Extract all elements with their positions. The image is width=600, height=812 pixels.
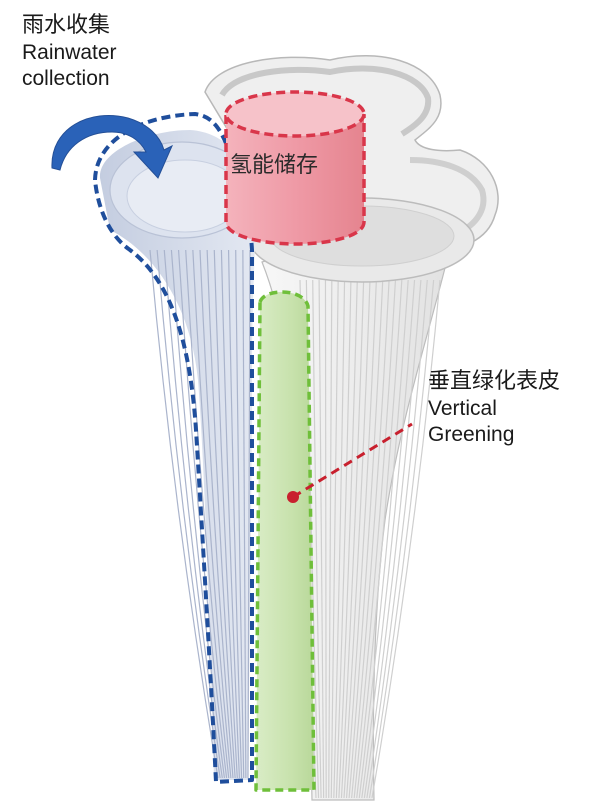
greening-label-zh: 垂直绿化表皮 (428, 369, 561, 394)
column-rib (156, 249, 221, 779)
column-rib (192, 249, 232, 779)
rainwater-label-zh: 雨水收集 (22, 13, 111, 38)
rainwater-label-en-1: Rainwater (22, 40, 117, 64)
column-rib (343, 279, 371, 799)
column-rib (371, 279, 441, 799)
column-rib (170, 249, 226, 779)
greening-leader-dot (287, 491, 299, 503)
right-column-ribs (299, 279, 441, 799)
column-rib (330, 279, 339, 799)
column-rib (348, 279, 384, 799)
column-rib (185, 249, 230, 779)
greening-label-en-1: Vertical (428, 396, 497, 420)
hydrogen-label: 氢能储存 (230, 153, 319, 178)
column-rib (199, 249, 234, 779)
column-rib (358, 279, 409, 799)
greening-leader (287, 422, 413, 503)
column-rib (368, 279, 435, 799)
column-rib (242, 249, 247, 779)
rainwater-column (99, 130, 256, 780)
column-rib (353, 279, 397, 799)
greening-label: 垂直绿化表皮 Vertical Greening (428, 368, 560, 448)
rainwater-label: 雨水收集 Rainwater collection (22, 12, 117, 92)
column-rib (206, 249, 236, 779)
column-rib (318, 279, 325, 799)
greening-label-en-2: Greening (428, 422, 515, 446)
column-rib (149, 249, 219, 779)
column-rib (247, 249, 251, 779)
rainwater-outline (93, 112, 254, 784)
column-rib (366, 279, 428, 799)
column-rib (235, 249, 245, 779)
vertical-greening (254, 290, 316, 792)
hydrogen-storage-tank (224, 90, 366, 246)
column-rib (328, 279, 333, 799)
rainwater-column-ribs (149, 249, 251, 779)
column-rib (351, 279, 390, 799)
column-rib (345, 279, 377, 799)
column-rib (333, 279, 346, 799)
rainwater-arrow-icon (51, 114, 174, 179)
column-rib (312, 279, 322, 799)
column-rib (340, 279, 365, 799)
column-rib (363, 279, 422, 799)
column-rib (227, 249, 243, 779)
column-rib (213, 249, 238, 779)
column-rib (338, 279, 358, 799)
column-rib (220, 249, 241, 779)
column-rib (356, 279, 403, 799)
column-rib (361, 279, 416, 799)
column-rib (335, 279, 352, 799)
column-rib (324, 279, 327, 799)
column-rib (177, 249, 228, 779)
rainwater-label-en-2: collection (22, 66, 110, 90)
